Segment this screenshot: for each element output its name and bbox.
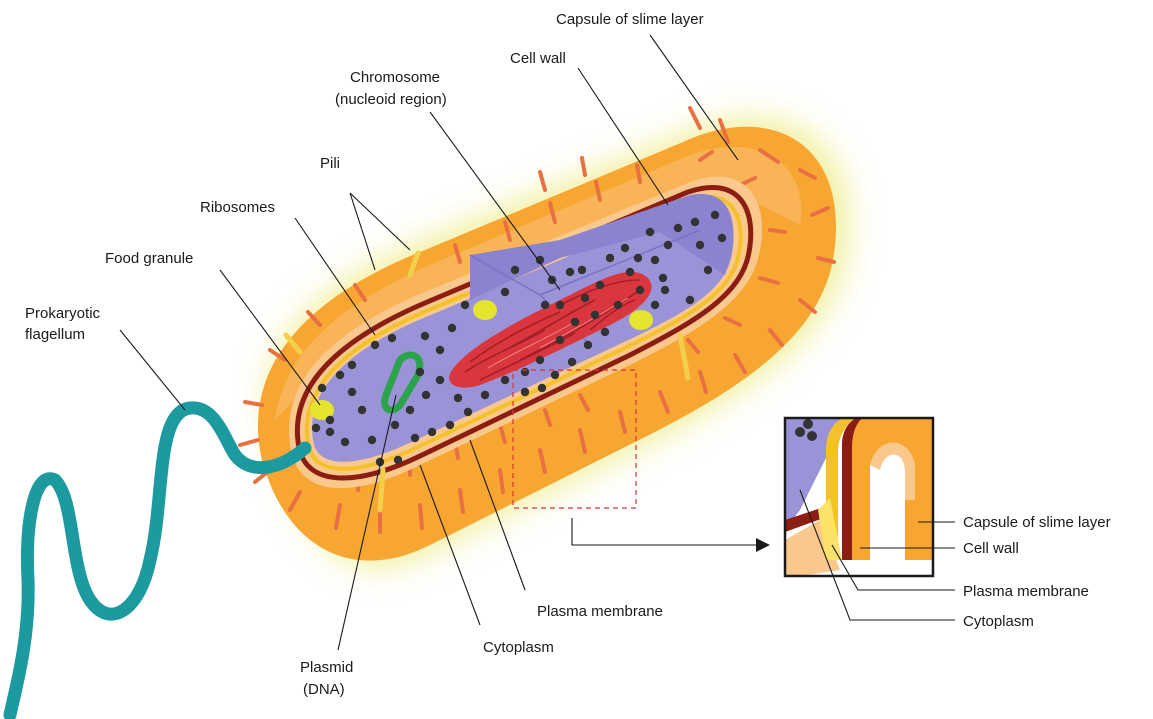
capsule-surface-mark [540, 172, 545, 190]
ribosome [568, 358, 576, 366]
ribosome [436, 346, 444, 354]
capsule-surface-mark [240, 440, 258, 445]
ribosome [686, 296, 694, 304]
ribosome [481, 391, 489, 399]
ribosome [411, 434, 419, 442]
ribosome [536, 356, 544, 364]
label-cytoplasm: Cytoplasm [483, 639, 554, 656]
ribosome [664, 241, 672, 249]
ribosome [696, 241, 704, 249]
ribosome [621, 244, 629, 252]
ribosome [448, 324, 456, 332]
label-flagellum-sub: flagellum [25, 326, 85, 343]
ribosome [406, 406, 414, 414]
label-food-granule: Food granule [105, 250, 193, 267]
ribosome [416, 368, 424, 376]
ribosome [421, 332, 429, 340]
ribosome [348, 388, 356, 396]
ribosome [646, 228, 654, 236]
ribosome [511, 266, 519, 274]
ribosome [521, 388, 529, 396]
zoom-arrow-head [756, 538, 770, 552]
ribosome [461, 301, 469, 309]
ribosome [326, 416, 334, 424]
ribosome [341, 438, 349, 446]
label-chromosome: Chromosome [350, 69, 440, 86]
capsule-surface-mark [420, 505, 422, 528]
inset-label-plasma-membrane: Plasma membrane [963, 583, 1089, 600]
ribosome [571, 318, 579, 326]
ribosome [634, 254, 642, 262]
ribosome [581, 294, 589, 302]
ribosome [521, 368, 529, 376]
capsule-surface-mark [245, 402, 262, 405]
ribosome [614, 301, 622, 309]
ribosome [591, 311, 599, 319]
ribosome [348, 361, 356, 369]
zoom-arrow-line [572, 518, 758, 545]
inset-label-cell-wall: Cell wall [963, 540, 1019, 557]
ribosome [394, 456, 402, 464]
ribosome [556, 301, 564, 309]
label-ribosomes: Ribosomes [200, 199, 275, 216]
ribosome [596, 281, 604, 289]
label-capsule: Capsule of slime layer [556, 11, 704, 28]
ribosome [651, 301, 659, 309]
ribosome [578, 266, 586, 274]
ribosome [501, 376, 509, 384]
ribosome [584, 341, 592, 349]
ribosome [651, 256, 659, 264]
inset-label-cytoplasm: Cytoplasm [963, 613, 1034, 630]
ribosome [371, 341, 379, 349]
ribosome [501, 288, 509, 296]
ribosome [636, 286, 644, 294]
ribosome [422, 391, 430, 399]
label-pili: Pili [320, 155, 340, 172]
ribosome [711, 211, 719, 219]
ribosome [566, 268, 574, 276]
capsule-surface-mark [582, 158, 585, 175]
ribosome [601, 328, 609, 336]
ribosome [661, 286, 669, 294]
ribosome [464, 408, 472, 416]
ribosome [606, 254, 614, 262]
ribosome [358, 406, 366, 414]
capsule-surface-mark [690, 108, 700, 128]
ribosome [336, 371, 344, 379]
ribosome [556, 336, 564, 344]
ribosome [704, 266, 712, 274]
ribosome [428, 428, 436, 436]
ribosome [538, 384, 546, 392]
ribosome [326, 428, 334, 436]
ribosome [659, 274, 667, 282]
label-plasmid-sub: (DNA) [303, 681, 345, 698]
ribosome [718, 234, 726, 242]
ribosome [454, 394, 462, 402]
ribosome [388, 334, 396, 342]
ribosome [436, 376, 444, 384]
ribosome [541, 301, 549, 309]
inset-magnified-view [785, 418, 933, 576]
label-flagellum: Prokaryotic [25, 305, 101, 322]
ribosome [312, 424, 320, 432]
ribosome [318, 384, 326, 392]
ribosome [391, 421, 399, 429]
label-plasmid: Plasmid [300, 659, 353, 676]
ribosome [446, 421, 454, 429]
label-plasma-membrane: Plasma membrane [537, 603, 663, 620]
ribosome [626, 268, 634, 276]
label-chromosome-sub: (nucleoid region) [335, 91, 447, 108]
ribosome [691, 218, 699, 226]
ribosome [551, 371, 559, 379]
inset-label-capsule: Capsule of slime layer [963, 514, 1111, 531]
label-cell-wall: Cell wall [510, 50, 566, 67]
ribosome [368, 436, 376, 444]
capsule-surface-mark [770, 230, 785, 232]
ribosome [674, 224, 682, 232]
